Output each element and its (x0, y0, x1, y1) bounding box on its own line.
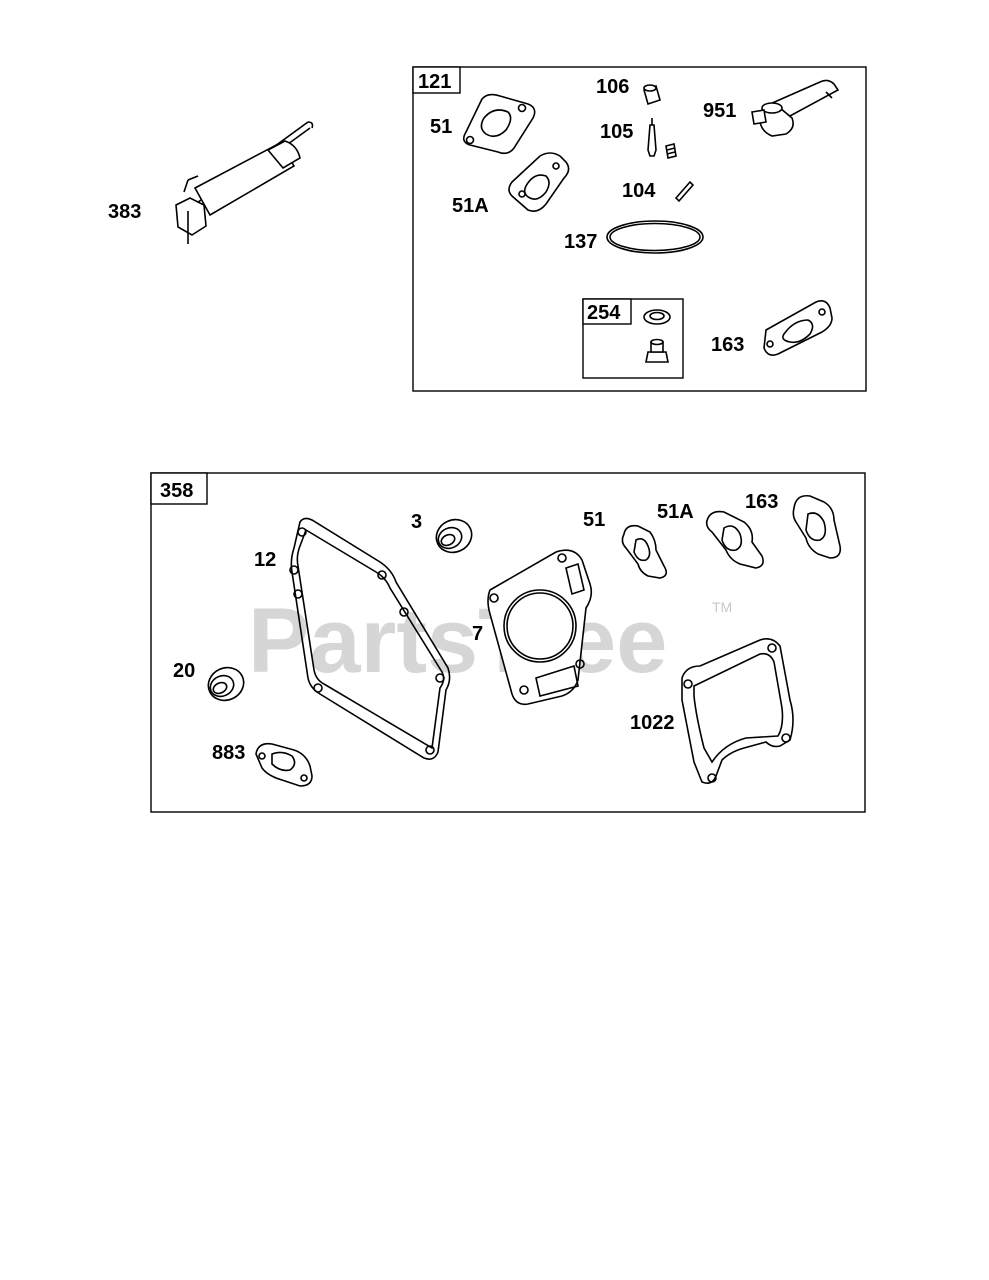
part-12-crankcase-gasket-icon[interactable] (289, 517, 451, 760)
part-163-358-label: 163 (745, 491, 778, 513)
kit-121-number: 121 (418, 71, 451, 93)
part-20-oil-seal-icon[interactable] (203, 662, 249, 706)
part-104-pin-icon[interactable] (674, 180, 695, 203)
part-51a-label: 51A (452, 195, 489, 217)
part-951-label: 951 (703, 100, 736, 122)
part-105-label: 105 (600, 121, 633, 143)
part-254-plug-icon[interactable] (645, 338, 669, 363)
part-20-label: 20 (173, 660, 195, 682)
kit-121-panel (412, 66, 867, 392)
kit-358-panel (150, 472, 866, 813)
part-254-washer-icon[interactable] (643, 309, 671, 325)
part-3-oil-seal-icon[interactable] (431, 514, 477, 558)
part-137-oring-icon[interactable] (606, 220, 704, 254)
part-12-label: 12 (254, 549, 276, 571)
part-951-lever-icon[interactable] (751, 79, 840, 137)
part-1022-rocker-gasket-icon[interactable] (681, 638, 794, 784)
kit-358-number: 358 (160, 480, 193, 502)
part-383-tool-icon[interactable] (175, 121, 314, 244)
part-163-gasket-358-icon[interactable] (792, 494, 842, 559)
part-51a-gasket-358-icon[interactable] (705, 510, 764, 569)
kit-254-number: 254 (587, 302, 621, 324)
kit-254-panel (582, 298, 684, 379)
part-137-label: 137 (564, 231, 597, 253)
watermark-text: PartsTree (248, 590, 667, 692)
part-51a-gasket-icon[interactable] (508, 152, 570, 212)
part-51-gasket-icon[interactable] (462, 93, 536, 155)
part-51-gasket-358-icon[interactable] (621, 524, 668, 579)
part-7-head-gasket-icon[interactable] (487, 549, 593, 706)
part-3-label: 3 (411, 511, 422, 533)
part-106-jet-icon[interactable] (643, 84, 661, 106)
part-51-label: 51 (430, 116, 452, 138)
part-51a-358-label: 51A (657, 501, 694, 523)
part-7-label: 7 (472, 623, 483, 645)
part-106-label: 106 (596, 76, 629, 98)
part-383-label: 383 (108, 201, 141, 223)
part-104-label: 104 (622, 180, 656, 202)
part-883-gasket-icon[interactable] (255, 742, 313, 787)
part-51-358-label: 51 (583, 509, 605, 531)
part-163-gasket-icon[interactable] (763, 300, 833, 356)
part-883-label: 883 (212, 742, 245, 764)
part-163-label: 163 (711, 334, 744, 356)
part-1022-label: 1022 (630, 712, 675, 734)
part-105-needle-icon[interactable] (647, 118, 677, 159)
watermark-tm: TM (712, 599, 732, 615)
